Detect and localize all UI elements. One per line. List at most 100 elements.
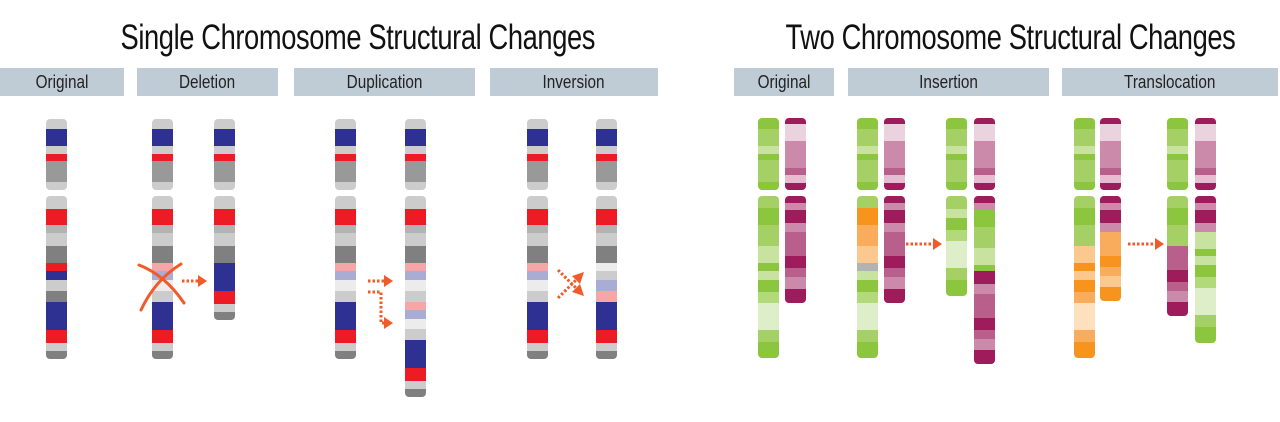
insertion-arrow-icon bbox=[906, 238, 942, 250]
chromosome-band bbox=[527, 196, 548, 210]
chromosome-band bbox=[1074, 225, 1095, 247]
chromosome-band bbox=[785, 232, 806, 257]
chromosome-band bbox=[974, 248, 995, 266]
chromosome-band bbox=[884, 268, 905, 278]
chromosome-band bbox=[214, 129, 235, 147]
chromosome-band bbox=[1074, 330, 1095, 343]
chromosome-band bbox=[214, 233, 235, 247]
magenta-chromosome-translocation-after-lower bbox=[1195, 196, 1216, 343]
chromosome-band bbox=[758, 146, 779, 155]
chromosome-band bbox=[857, 146, 878, 155]
chromosome-band bbox=[974, 210, 995, 228]
chromosome-band bbox=[214, 304, 235, 313]
chromosome-band bbox=[405, 146, 426, 155]
chromosome-inversion-before-upper bbox=[527, 119, 548, 190]
chromosome-band bbox=[946, 280, 967, 296]
chromosome-duplication-after-upper bbox=[405, 119, 426, 190]
chromosome-band bbox=[596, 129, 617, 147]
chromosome-inversion-before-lower bbox=[527, 196, 548, 359]
header-label: Inversion bbox=[542, 72, 606, 92]
chromosome-band bbox=[785, 118, 806, 125]
chromosome-band bbox=[214, 209, 235, 226]
chromosome-band bbox=[974, 265, 995, 272]
chromosome-band bbox=[596, 263, 617, 272]
chromosome-band bbox=[1100, 256, 1121, 268]
chromosome-band bbox=[857, 154, 878, 161]
chromosome-band bbox=[527, 302, 548, 331]
two-section-title: Two Chromosome Structural Changes bbox=[785, 18, 1236, 57]
chromosome-band bbox=[335, 233, 356, 247]
chromosome-band bbox=[527, 182, 548, 190]
chromosome-band bbox=[527, 233, 548, 247]
chromosome-band bbox=[857, 280, 878, 293]
chromosome-band bbox=[974, 318, 995, 331]
chromosome-band bbox=[857, 160, 878, 183]
chromosome-band bbox=[1074, 280, 1095, 293]
chromosome-band bbox=[527, 291, 548, 303]
chromosome-band bbox=[405, 161, 426, 183]
chromosome-band bbox=[335, 271, 356, 281]
chromosome-band bbox=[596, 209, 617, 226]
chromosome-band bbox=[1100, 141, 1121, 169]
chromosome-band bbox=[1195, 315, 1216, 328]
green-chromosome-insertion-before-upper bbox=[857, 118, 878, 190]
chromosome-band bbox=[405, 233, 426, 247]
chromosome-band bbox=[1100, 232, 1121, 257]
header-deletion: Deletion bbox=[137, 68, 278, 96]
chromosome-band bbox=[1074, 208, 1095, 226]
chromosome-inversion-after-lower bbox=[596, 196, 617, 359]
chromosome-band bbox=[785, 175, 806, 184]
chromosome-band bbox=[405, 319, 426, 330]
chromosome-band bbox=[974, 196, 995, 204]
magenta-chromosome-insertion-after-lower bbox=[974, 196, 995, 364]
chromosome-band bbox=[884, 168, 905, 176]
chromosome-band bbox=[1074, 342, 1095, 358]
chromosome-band bbox=[527, 280, 548, 292]
chromosome-band bbox=[335, 182, 356, 190]
chromosome-band bbox=[884, 124, 905, 142]
chromosome-band bbox=[946, 268, 967, 281]
chromosome-band bbox=[596, 154, 617, 162]
chromosome-band bbox=[946, 241, 967, 269]
chromosome-band bbox=[596, 343, 617, 352]
chromosome-band bbox=[758, 160, 779, 183]
chromosome-band bbox=[857, 263, 878, 272]
chromosome-band bbox=[335, 146, 356, 155]
header-label: Duplication bbox=[346, 72, 423, 92]
chromosome-band bbox=[152, 280, 173, 292]
chromosome-band bbox=[527, 119, 548, 130]
chromosome-band bbox=[405, 280, 426, 292]
chromosome-band bbox=[974, 124, 995, 142]
header-original-two: Original bbox=[734, 68, 834, 96]
chromosome-band bbox=[1167, 196, 1188, 209]
chromosome-band bbox=[884, 256, 905, 269]
chromosome-band bbox=[1195, 327, 1216, 343]
green-chromosome-translocation-before-upper bbox=[1074, 118, 1095, 190]
chromosome-band bbox=[596, 233, 617, 247]
chromosome-band bbox=[152, 154, 173, 162]
chromosome-band bbox=[1074, 129, 1095, 147]
chromosome-band bbox=[1074, 263, 1095, 272]
chromosome-band bbox=[857, 292, 878, 304]
chromosome-band bbox=[758, 196, 779, 209]
chromosome-band bbox=[1100, 203, 1121, 211]
chromosome-band bbox=[857, 208, 878, 226]
chromosome-band bbox=[884, 210, 905, 224]
chromosome-band bbox=[785, 289, 806, 303]
header-label: Translocation bbox=[1124, 72, 1216, 92]
chromosome-band bbox=[974, 271, 995, 285]
chromosome-band bbox=[596, 196, 617, 210]
chromosome-band bbox=[527, 343, 548, 352]
chromosome-band bbox=[152, 209, 173, 226]
chromosome-band bbox=[527, 209, 548, 226]
chromosome-band bbox=[46, 343, 67, 352]
chromosome-band bbox=[884, 277, 905, 290]
chromosome-band bbox=[1167, 225, 1188, 247]
chromosome-band bbox=[857, 330, 878, 343]
chromosome-band bbox=[527, 263, 548, 272]
chromosome-band bbox=[1100, 267, 1121, 277]
chromosome-band bbox=[596, 330, 617, 344]
chromosome-band bbox=[758, 263, 779, 272]
chromosome-duplication-after-lower bbox=[405, 196, 426, 397]
chromosome-band bbox=[1195, 183, 1216, 190]
